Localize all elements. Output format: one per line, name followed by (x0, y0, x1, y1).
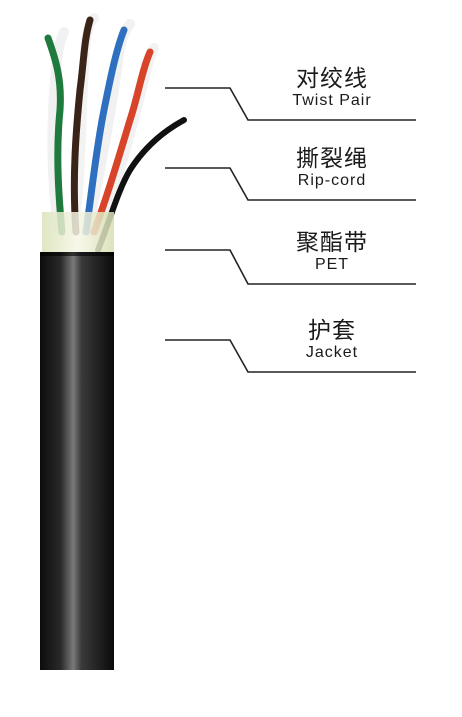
label-jacket-zh: 护套 (308, 318, 356, 344)
pet-tape-band (42, 212, 114, 256)
pair-blue-strand (82, 26, 128, 236)
label-rip-cord-zh: 撕裂绳 (296, 146, 368, 172)
pair-green-strand (44, 34, 66, 236)
label-jacket-en: Jacket (305, 344, 359, 361)
label-pet: 聚酯带 PET (296, 230, 368, 274)
pair-orange-strand (90, 48, 154, 236)
twist-pair-bundle (44, 13, 159, 237)
label-jacket: 护套 Jacket (306, 318, 358, 362)
leader-line-pet (165, 249, 416, 285)
label-pet-zh: 聚酯带 (296, 230, 368, 256)
label-rip-cord: 撕裂绳 Rip-cord (296, 146, 368, 190)
pair-brown-strand (70, 16, 94, 236)
label-rip-cord-en: Rip-cord (297, 172, 367, 189)
pair-white-strand (47, 27, 69, 235)
label-twist-pair-zh: 对绞线 (296, 66, 368, 92)
label-pet-en: PET (314, 256, 350, 273)
leader-line-rip-cord (165, 167, 416, 201)
leader-lines (165, 87, 416, 373)
jacket-rim (40, 252, 114, 256)
label-twist-pair: 对绞线 Twist Pair (292, 66, 371, 110)
jacket-body (40, 252, 114, 670)
leader-line-jacket (165, 339, 416, 373)
leader-line-twist-pair (165, 87, 416, 121)
label-twist-pair-en: Twist Pair (292, 92, 372, 109)
